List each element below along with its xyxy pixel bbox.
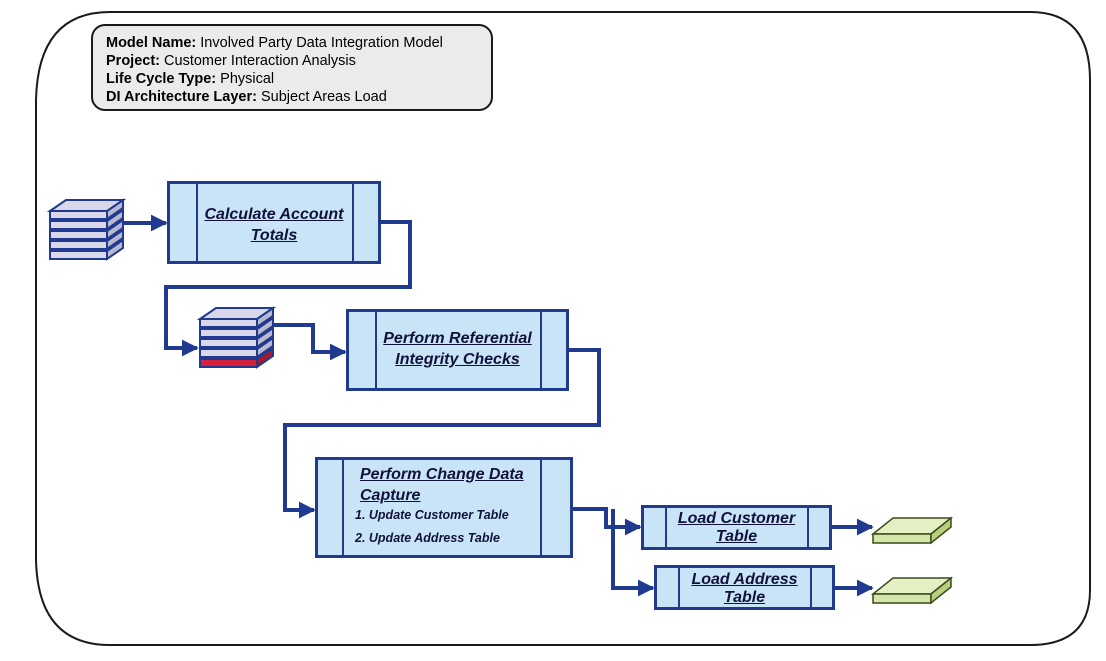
project-line: Project: Customer Interaction Analysis — [106, 52, 491, 70]
project-value: Customer Interaction Analysis — [164, 53, 356, 69]
process-bar-left — [375, 312, 377, 388]
lifecycle-line: Life Cycle Type: Physical — [106, 70, 491, 88]
layer-label: DI Architecture Layer: — [106, 89, 257, 105]
model-name-label: Model Name: — [106, 35, 197, 51]
process-bar-right — [540, 312, 542, 388]
process-title-line2: Table — [715, 528, 758, 545]
process-calculate-account-totals[interactable]: Calculate Account Totals — [167, 181, 381, 264]
process-title: Perform Referential Integrity Checks — [349, 328, 566, 370]
layer-line: DI Architecture Layer: Subject Areas Loa… — [106, 88, 491, 106]
process-bar-right — [352, 184, 354, 261]
process-title: Calculate Account Totals — [170, 204, 378, 246]
target-address-table — [870, 576, 954, 605]
process-change-data-capture[interactable]: Perform Change Data Capture 1. Update Cu… — [315, 457, 573, 558]
arrow-cdc-to-load-customer — [573, 507, 642, 536]
connectors — [123, 214, 874, 597]
arrow-ref-to-cdc — [283, 348, 601, 519]
process-title: Perform Change Data Capture — [360, 464, 524, 506]
process-title-line2: Integrity Checks — [395, 351, 520, 368]
layer-value: Subject Areas Load — [261, 89, 387, 105]
process-title: Load Customer Table — [644, 510, 829, 546]
process-title-line1: Load Address — [691, 571, 798, 588]
arrow-calc-to-intermediate — [164, 220, 412, 357]
process-referential-integrity-checks[interactable]: Perform Referential Integrity Checks — [346, 309, 569, 391]
intermediate-file-stack — [196, 306, 277, 369]
process-bar-left — [342, 460, 344, 555]
process-title-line1: Perform Referential — [383, 330, 532, 347]
model-name-value: Involved Party Data Integration Model — [200, 35, 443, 51]
lifecycle-label: Life Cycle Type: — [106, 71, 217, 87]
lifecycle-value: Physical — [220, 71, 275, 87]
process-title-line1: Calculate Account — [204, 206, 344, 223]
process-title-line1: Perform Change Data — [360, 466, 524, 483]
source-file-stack — [46, 198, 127, 261]
process-bar-left — [665, 508, 667, 547]
target-customer-table — [870, 516, 954, 545]
process-load-customer-table[interactable]: Load Customer Table — [641, 505, 832, 550]
process-bar-left — [196, 184, 198, 261]
process-title-line2: Table — [723, 589, 766, 606]
process-bar-left — [678, 568, 680, 607]
model-name-line: Model Name: Involved Party Data Integrat… — [106, 34, 491, 52]
project-label: Project: — [106, 53, 160, 69]
process-title: Load Address Table — [657, 571, 832, 607]
process-step-update-address: 2. Update Address Table — [355, 531, 500, 545]
process-title-line2: Capture — [360, 487, 421, 504]
process-title-line2: Totals — [250, 227, 298, 244]
process-load-address-table[interactable]: Load Address Table — [654, 565, 835, 610]
model-frame — [35, 11, 1091, 646]
model-info-box: Model Name: Involved Party Data Integrat… — [91, 24, 493, 111]
process-bar-right — [810, 568, 812, 607]
process-bar-right — [807, 508, 809, 547]
process-bar-right — [540, 460, 542, 555]
arrow-cdc-to-load-address — [611, 509, 655, 597]
process-title-line1: Load Customer — [677, 510, 796, 527]
process-step-update-customer: 1. Update Customer Table — [355, 508, 509, 522]
arrow-intermediate-to-ref — [273, 323, 347, 361]
